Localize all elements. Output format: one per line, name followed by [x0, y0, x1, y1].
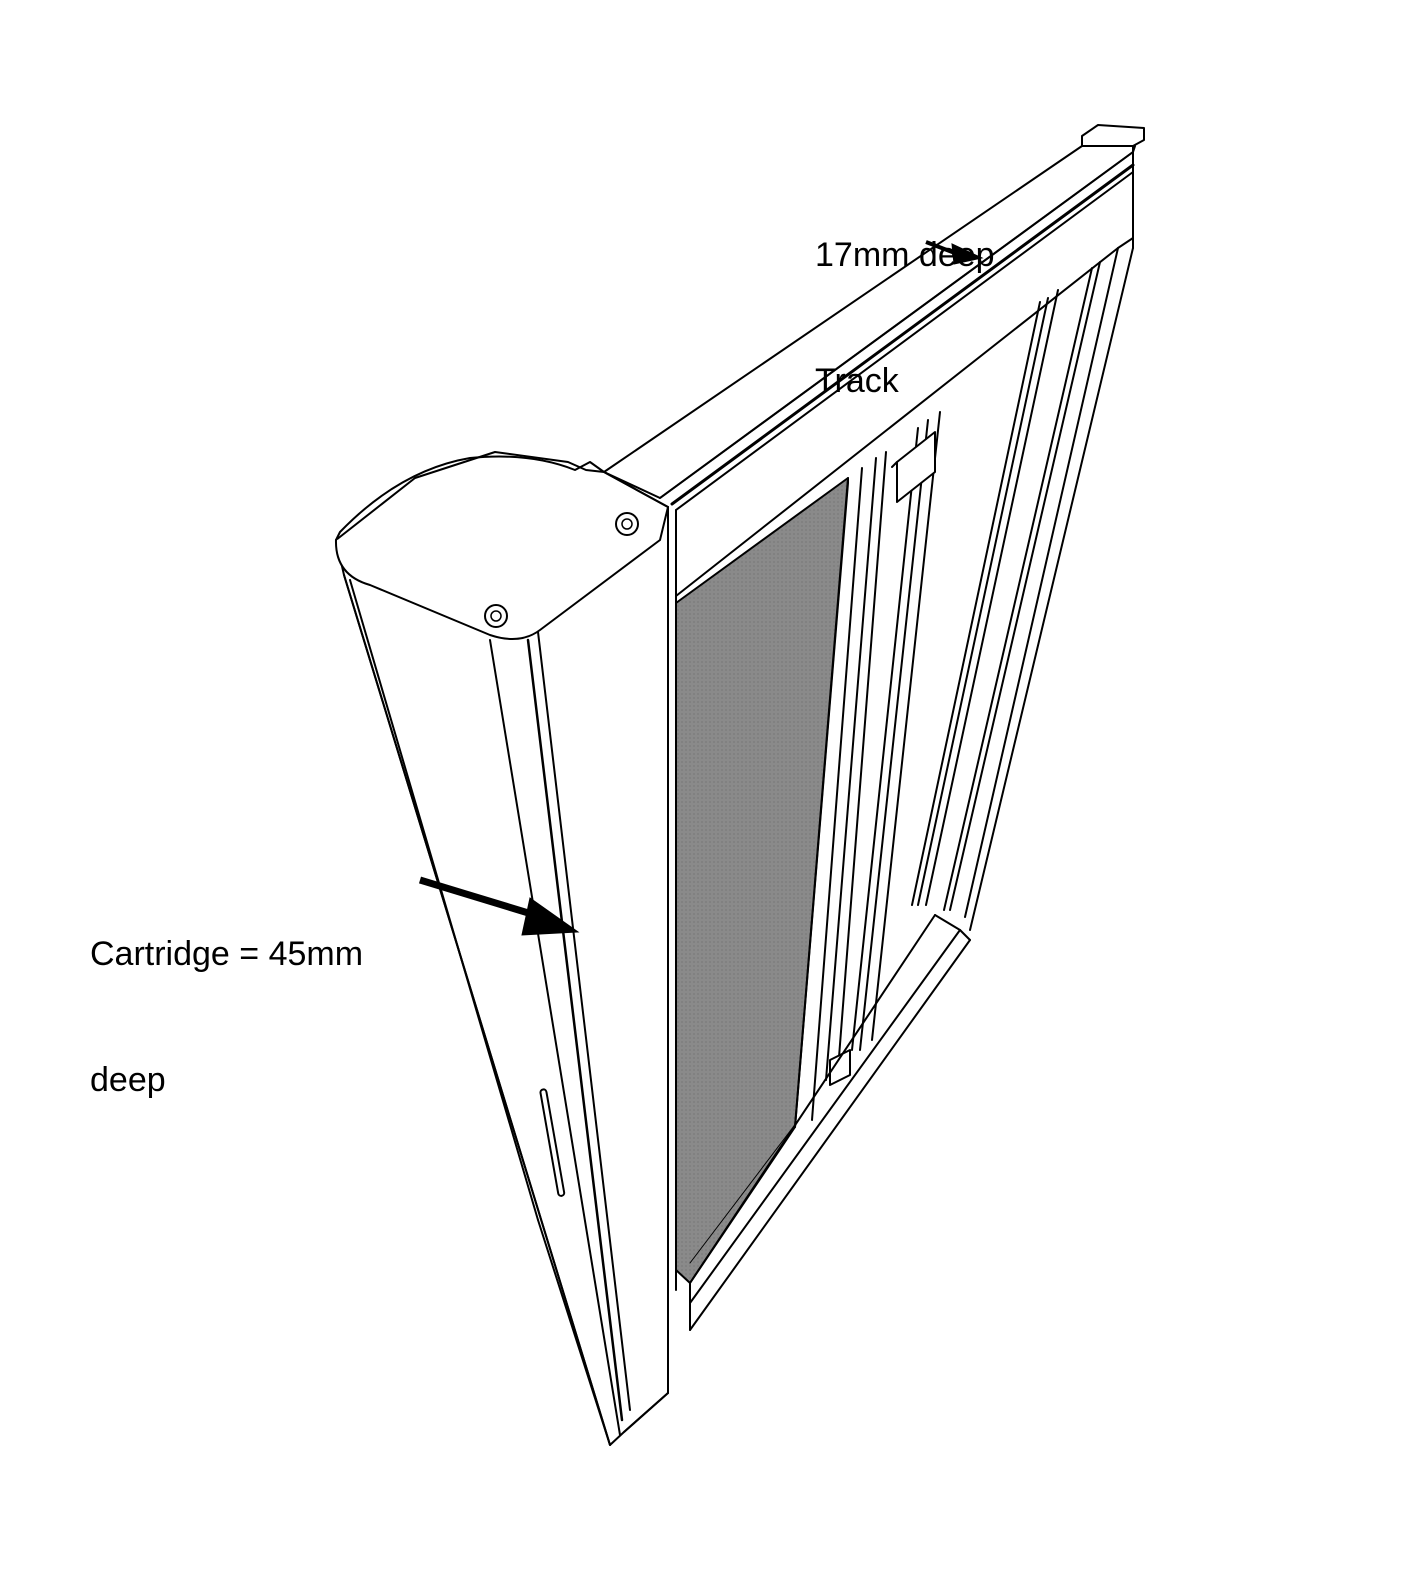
track-arrow — [925, 240, 984, 265]
track-label-line1: 17mm deep — [815, 236, 995, 274]
track-label-line2: Track — [815, 362, 899, 400]
side-frame — [911, 247, 1134, 931]
cartridge-housing — [334, 451, 677, 1446]
top-track — [603, 124, 1145, 597]
bottom-rail — [689, 914, 971, 1331]
cartridge-arrow — [418, 876, 580, 936]
sliding-bar — [794, 411, 941, 1128]
end-cap-screws — [484, 512, 639, 628]
cartridge-label-line2: deep — [90, 1061, 166, 1099]
mesh-screen — [675, 477, 849, 1284]
track-depth-label: 17mm deep Track — [815, 150, 995, 486]
cartridge-label-line1: Cartridge = 45mm — [90, 935, 364, 973]
cartridge-depth-label: Cartridge = 45mm deep — [90, 849, 363, 1185]
